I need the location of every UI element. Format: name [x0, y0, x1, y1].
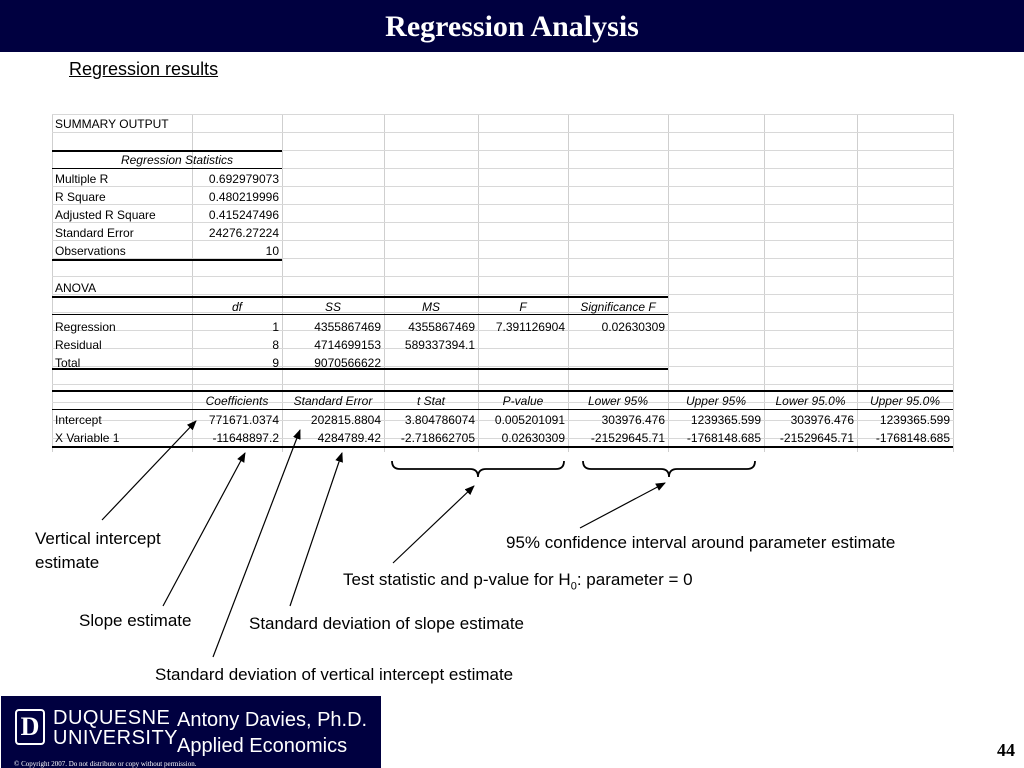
anova-title: ANOVA: [55, 281, 97, 295]
stat-label: R Square: [55, 190, 106, 204]
coef-header: t Stat: [416, 394, 445, 408]
coef-cell: -2.718662705: [400, 431, 475, 445]
coef-cell: 0.005201091: [494, 413, 565, 427]
ci-arrow: [579, 482, 666, 529]
test-stat-note: Test statistic and p-value for H0: param…: [343, 570, 693, 593]
coef-cell: 303976.476: [601, 413, 665, 427]
coef-cell: 1239365.599: [690, 413, 761, 427]
sd-slope-note: Standard deviation of slope estimate: [249, 614, 525, 633]
anova-cell: 7.391126904: [495, 320, 565, 334]
anova-row-label: Total: [55, 356, 81, 370]
anova-cell: 9070566622: [314, 356, 381, 370]
anova-header: F: [519, 300, 527, 314]
stat-label: Adjusted R Square: [55, 208, 156, 222]
test-stat-brace: [391, 460, 565, 478]
coef-cell: -1768148.685: [686, 431, 761, 445]
summary-output-title: SUMMARY OUTPUT: [55, 117, 169, 131]
anova-header: MS: [422, 300, 440, 314]
regression-statistics-header: Regression Statistics: [120, 153, 234, 167]
anova-row-label: Residual: [55, 338, 102, 352]
slide-subtitle: Regression results: [69, 59, 219, 79]
university-emblem-icon: D: [15, 709, 45, 745]
coef-cell: 303976.476: [790, 413, 854, 427]
stat-label: Observations: [55, 244, 126, 258]
university-name: DUQUESNE UNIVERSITY: [53, 707, 179, 749]
anova-header: Significance F: [580, 300, 656, 314]
course-name: Applied Economics: [177, 735, 348, 757]
anova-cell: 0.02630309: [601, 320, 665, 334]
stat-value: 10: [265, 244, 279, 258]
university-logo-banner: D DUQUESNE UNIVERSITY Antony Davies, Ph.…: [1, 696, 381, 768]
coef-cell: -1768148.685: [875, 431, 950, 445]
author-name: Antony Davies, Ph.D.: [177, 709, 368, 731]
ci-note: 95% confidence interval around parameter…: [506, 533, 896, 552]
regression-spreadsheet: SUMMARY OUTPUT Regression Statistics Mul…: [52, 114, 954, 454]
coef-header: Coefficients: [205, 394, 269, 408]
slide-title: Regression Analysis: [385, 10, 639, 43]
coef-cell: 202815.8804: [310, 413, 381, 427]
anova-header: SS: [324, 300, 341, 314]
intercept-note: Vertical intercept estimate: [35, 529, 161, 572]
ci-brace: [582, 460, 756, 478]
copyright-notice: © Copyright 2007. Do not distribute or c…: [14, 760, 197, 768]
coef-cell: -21529645.71: [779, 431, 854, 445]
coef-cell: 1239365.599: [879, 413, 950, 427]
sd-intercept-note: Standard deviation of vertical intercept…: [155, 665, 514, 684]
coef-cell: 0.02630309: [501, 431, 565, 445]
stat-label: Standard Error: [55, 226, 134, 240]
coef-cell: -11648897.2: [212, 431, 279, 445]
slope-note: Slope estimate: [79, 611, 192, 630]
anova-cell: 4355867469: [408, 320, 475, 334]
anova-cell: 8: [272, 338, 279, 352]
title-bar: [0, 0, 1024, 52]
anova-cell: 589337394.1: [404, 338, 475, 352]
anova-cell: 9: [272, 356, 279, 370]
coef-header: Upper 95.0%: [869, 394, 941, 408]
coef-header: Lower 95%: [587, 394, 649, 408]
anova-cell: 4714699153: [314, 338, 381, 352]
stat-value: 0.415247496: [208, 208, 279, 222]
anova-cell: 4355867469: [314, 320, 381, 334]
stat-label: Multiple R: [55, 172, 109, 186]
coef-header: Upper 95%: [685, 394, 747, 408]
page-number: 44: [997, 740, 1015, 760]
sd-slope-arrow: [289, 452, 343, 607]
stat-value: 0.692979073: [208, 172, 279, 186]
coef-header: Lower 95.0%: [775, 394, 846, 408]
coef-cell: 4284789.42: [317, 431, 381, 445]
anova-row-label: Regression: [55, 320, 116, 334]
coef-row-label: X Variable 1: [55, 431, 120, 445]
test-stat-arrow: [392, 485, 475, 564]
anova-cell: 1: [272, 320, 279, 334]
coef-cell: 771671.0374: [208, 413, 279, 427]
coef-row-label: Intercept: [55, 413, 102, 427]
coef-header: Standard Error: [293, 394, 373, 408]
stat-value: 24276.27224: [208, 226, 279, 240]
coef-cell: -21529645.71: [590, 431, 665, 445]
anova-header: df: [231, 300, 242, 314]
coef-header: P-value: [502, 394, 544, 408]
coef-cell: 3.804786074: [404, 413, 475, 427]
slope-arrow: [162, 452, 246, 607]
stat-value: 0.480219996: [208, 190, 279, 204]
